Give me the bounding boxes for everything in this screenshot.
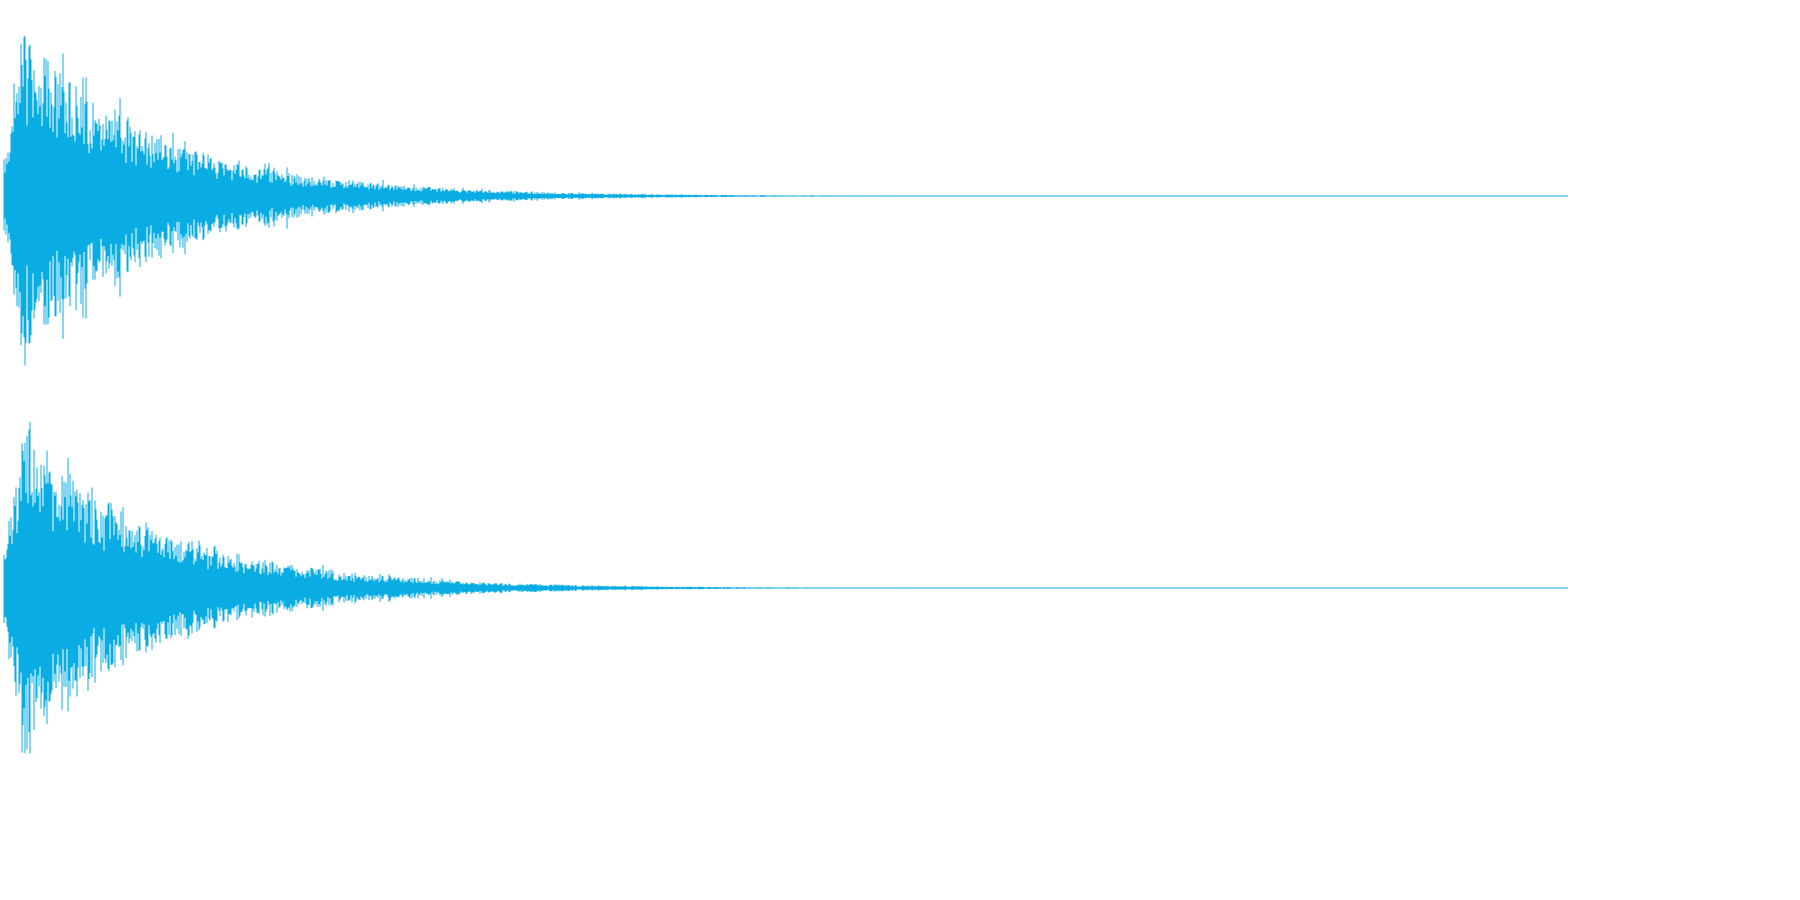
waveform-samples	[3, 35, 980, 366]
channel-1-waveform	[3, 35, 1568, 366]
waveform-samples	[3, 421, 979, 754]
channel-2-waveform	[3, 421, 1568, 754]
